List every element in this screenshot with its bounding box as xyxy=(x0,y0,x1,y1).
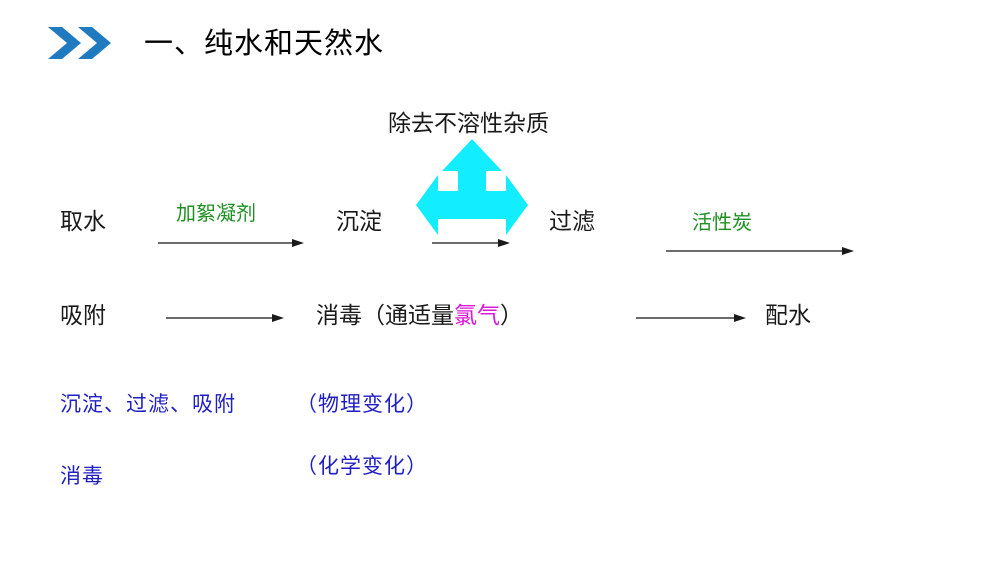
flow-arrow-2 xyxy=(432,239,510,247)
flow-arrow-5 xyxy=(636,314,746,322)
flow-node-xiaodu: 消毒（通适量氯气） xyxy=(316,305,523,328)
flow-arrow-3 xyxy=(666,247,854,255)
flow-arrow-4 xyxy=(166,314,284,322)
flow-node-chlorine: 氯气 xyxy=(454,303,500,329)
note-physical-kind: （物理变化） xyxy=(296,392,428,416)
flow-node-xiaodu-prefix: 消毒（通适量 xyxy=(316,303,454,329)
flow-node-xifu: 吸附 xyxy=(60,303,106,329)
flow-arrow-1 xyxy=(158,239,304,247)
flow-label-flocculant: 加絮凝剂 xyxy=(176,201,256,225)
note-chemical-terms: 消毒 xyxy=(60,464,104,488)
flow-label-activated-carbon: 活性炭 xyxy=(692,210,752,234)
note-physical-terms: 沉淀、过滤、吸附 xyxy=(60,392,236,416)
flow-node-xiaodu-suffix: ） xyxy=(500,303,523,329)
page-title: 一、纯水和天然水 xyxy=(144,25,385,60)
flow-node-qushui: 取水 xyxy=(60,209,106,235)
note-chemical-kind: （化学变化） xyxy=(296,454,428,478)
callout-text: 除去不溶性杂质 xyxy=(388,111,549,137)
flow-node-guolv: 过滤 xyxy=(549,209,595,235)
slide-title-row: 一、纯水和天然水 xyxy=(48,26,384,60)
flow-node-chendian: 沉淀 xyxy=(336,209,382,235)
double-chevron-right-icon xyxy=(48,27,111,59)
flow-node-peishui: 配水 xyxy=(765,303,811,329)
three-way-arrow-icon xyxy=(416,139,528,235)
